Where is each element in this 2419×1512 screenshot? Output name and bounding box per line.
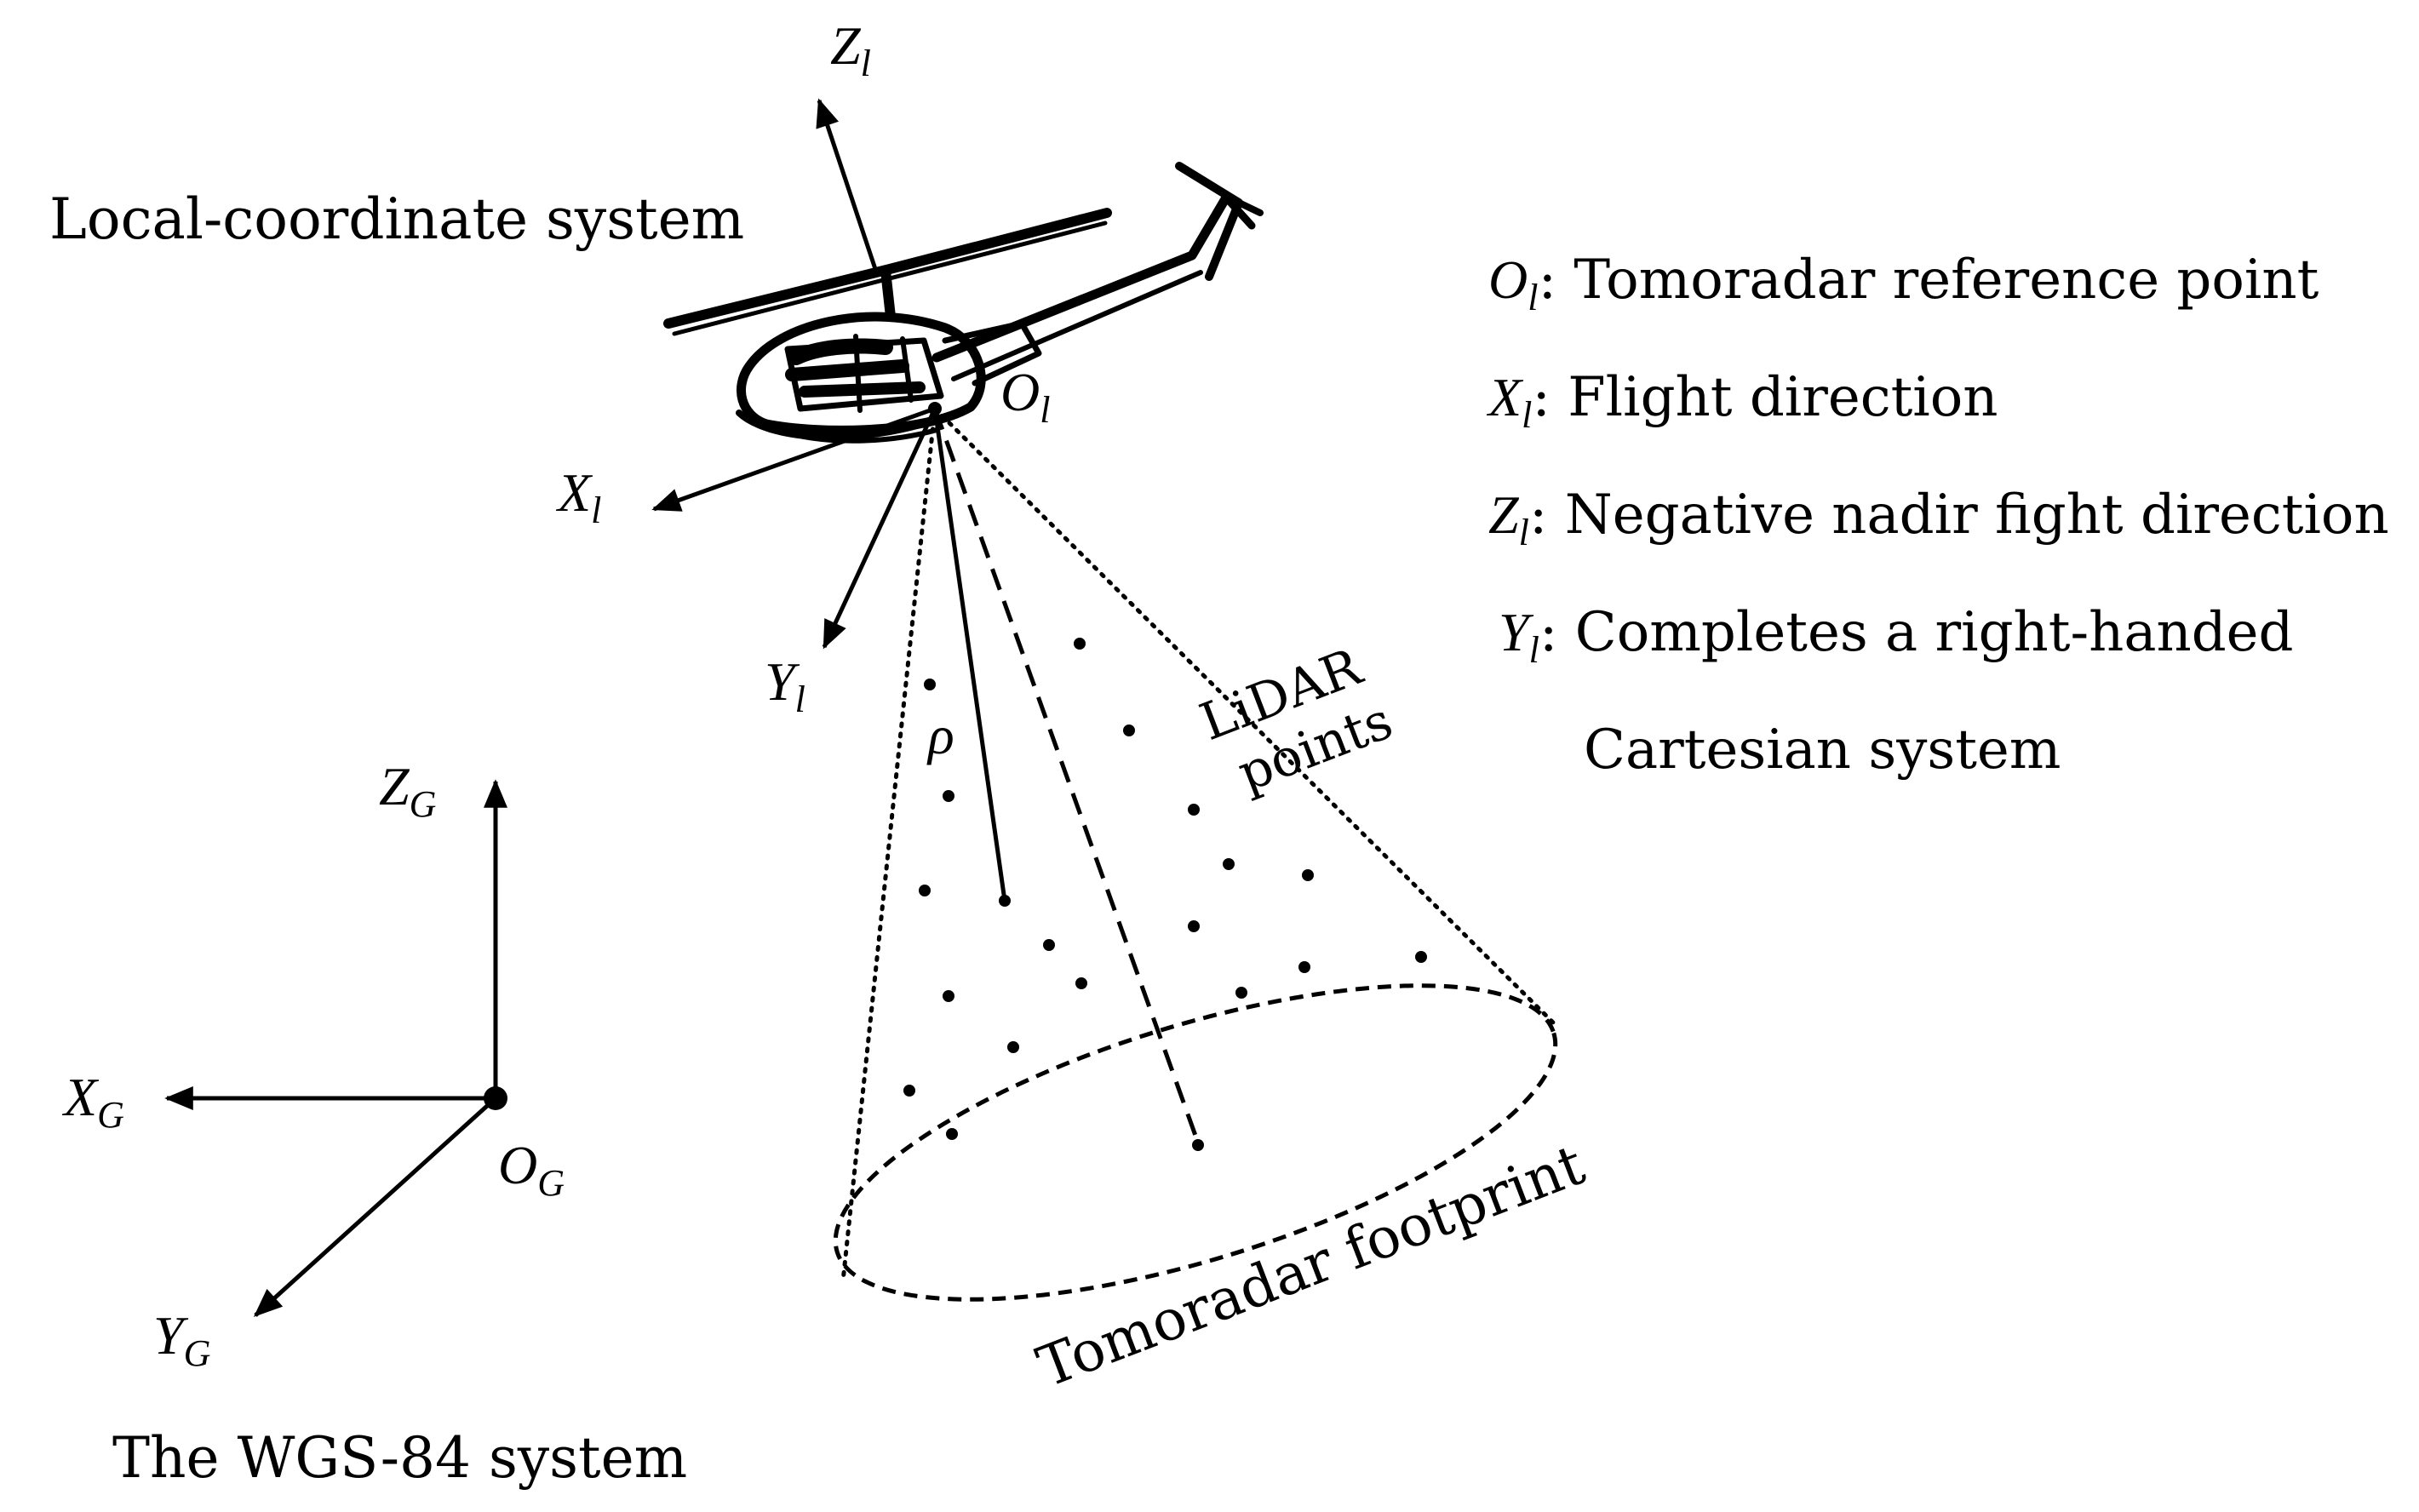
global-axes bbox=[164, 779, 507, 1317]
local-system-title: Local-coordinate system bbox=[49, 186, 744, 252]
footprint-label: Tomoradar footprint bbox=[1029, 1131, 1593, 1400]
lidar-point bbox=[943, 990, 954, 1002]
local-x-label: Xl bbox=[555, 462, 601, 531]
legend-item-y: Yl: Completes a right-handed bbox=[1499, 601, 2294, 671]
helicopter-icon bbox=[663, 162, 1264, 444]
local-origin-label: Ol bbox=[1000, 362, 1050, 431]
lidar-point bbox=[1188, 804, 1200, 816]
global-origin-point bbox=[484, 1086, 507, 1110]
lidar-point bbox=[1007, 1041, 1019, 1053]
global-y-label: YG bbox=[153, 1305, 210, 1374]
global-x-label: XG bbox=[61, 1067, 124, 1136]
legend: Ol: Tomoradar reference point Xl: Flight… bbox=[1486, 249, 2389, 782]
legend-item-origin: Ol: Tomoradar reference point bbox=[1488, 249, 2319, 318]
lidar-point bbox=[1074, 638, 1086, 650]
lidar-point bbox=[924, 679, 936, 690]
global-z-label: ZG bbox=[379, 756, 436, 825]
beam-edge-right bbox=[932, 406, 1559, 1028]
legend-item-z: Zl: Negative nadir fight direction bbox=[1488, 484, 2389, 553]
lidar-point bbox=[1415, 951, 1427, 963]
legend-item-x: Xl: Flight direction bbox=[1486, 366, 1998, 436]
tomoradar-footprint-ellipse bbox=[833, 983, 1558, 1302]
beam-edge-left bbox=[840, 406, 937, 1284]
local-z-label: Zl bbox=[830, 15, 871, 84]
lidar-point bbox=[1223, 858, 1235, 870]
local-x-axis bbox=[651, 406, 936, 512]
lidar-point bbox=[1075, 977, 1087, 989]
lidar-point bbox=[1235, 987, 1247, 999]
local-y-label: Yl bbox=[765, 651, 805, 720]
lidar-point bbox=[999, 895, 1011, 907]
legend-item-y-continuation: Cartesian system bbox=[1584, 719, 2061, 782]
lidar-point bbox=[1188, 920, 1200, 932]
lidar-point bbox=[1123, 724, 1135, 736]
beam-center-line bbox=[932, 408, 1201, 1146]
lidar-point bbox=[903, 1085, 915, 1097]
wgs-system-title: The WGS-84 system bbox=[112, 1425, 687, 1491]
lidar-point bbox=[919, 885, 931, 896]
local-z-axis bbox=[816, 98, 880, 275]
lidar-points bbox=[903, 638, 1427, 1151]
lidar-point bbox=[943, 790, 954, 802]
local-y-axis bbox=[822, 407, 937, 650]
rho-range-line bbox=[932, 408, 1007, 902]
global-y-axis bbox=[253, 1097, 497, 1317]
lidar-point bbox=[946, 1128, 958, 1140]
global-origin-label: OG bbox=[498, 1135, 565, 1204]
lidar-points-label: LiDAR points bbox=[1192, 637, 1400, 804]
lidar-point bbox=[1043, 939, 1055, 951]
tomoradar-beam bbox=[833, 406, 1559, 1302]
rho-label: ρ bbox=[926, 705, 954, 765]
lidar-point bbox=[1192, 1139, 1204, 1151]
lidar-point bbox=[1302, 869, 1314, 881]
lidar-point bbox=[1298, 961, 1310, 973]
